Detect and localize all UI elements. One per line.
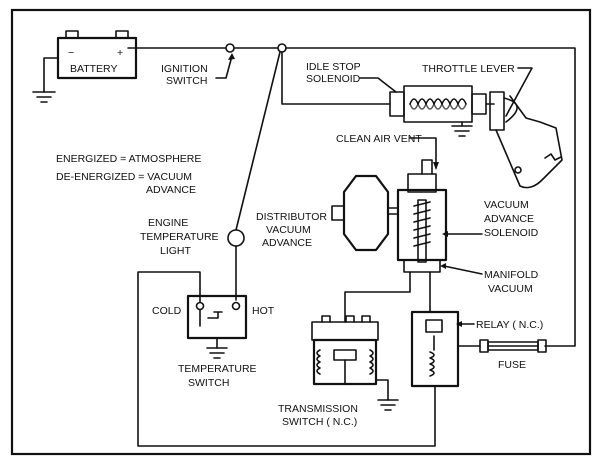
clean-air-vent-tube (421, 159, 433, 175)
relay (410, 310, 481, 388)
clean-air-label: CLEAN AIR VENT (336, 133, 422, 145)
legend-energized: ENERGIZED = ATMOSPHERE (56, 153, 201, 165)
temperature-switch (186, 294, 248, 359)
hot-label: HOT (252, 305, 275, 317)
wire-trans-to-solenoid (344, 271, 411, 323)
manifold-label-2: VACUUM (488, 283, 533, 295)
wire-main-bus (285, 47, 576, 347)
battery-minus-label: − (68, 47, 74, 59)
wire-cold-loop (137, 271, 436, 447)
manifold-label-1: MANIFOLD (484, 269, 539, 281)
manifold-label-arrow (443, 265, 483, 275)
battery: − + BATTERY (56, 30, 138, 80)
engine-temperature-light-icon (227, 229, 245, 247)
engine-label-2: TEMPERATURE (140, 231, 219, 243)
tempsw-label-1: TEMPERATURE (178, 363, 257, 375)
dist-label-1: DISTRIBUTOR (256, 211, 327, 223)
idle-label-arrow (359, 77, 397, 93)
distributor-vacuum-advance (331, 174, 399, 252)
trans-label-2: SWITCH ( N.C.) (282, 416, 357, 428)
trans-label-1: TRANSMISSION (278, 403, 358, 415)
legend-deenergized-1: DE-ENERGIZED = VACUUM (56, 171, 192, 183)
idle-stop-solenoid (389, 85, 495, 123)
ignition-label-arrow (215, 55, 233, 79)
ignition-switch-terminal-b (277, 43, 287, 53)
idle-label-2: SOLENOID (306, 73, 361, 85)
ignition-label-1: IGNITION (161, 63, 208, 75)
throttle-label: THROTTLE LEVER (422, 63, 515, 75)
fuse (479, 339, 547, 353)
fuse-label: FUSE (498, 359, 526, 371)
dist-label-3: ADVANCE (262, 237, 312, 249)
vas-label-1: VACUUM (484, 199, 529, 211)
dist-label-2: VACUUM (266, 224, 311, 236)
idle-label-1: IDLE STOP (306, 61, 361, 73)
engine-label-3: LIGHT (160, 245, 192, 257)
wire-ignition-to-idle-solenoid (281, 51, 391, 105)
ignition-label-2: SWITCH (166, 75, 207, 87)
throttle-lever (489, 91, 563, 189)
battery-plus-label: + (117, 47, 123, 59)
clean-air-arrow (409, 137, 437, 169)
vas-label-2: ADVANCE (484, 213, 534, 225)
idle-solenoid-ground-icon (451, 121, 473, 137)
diagram-border (10, 8, 592, 456)
transmission-switch (311, 315, 399, 411)
battery-ground-icon (32, 57, 59, 103)
engine-label-1: ENGINE (148, 217, 188, 229)
wire-ignition-to-temp-light (235, 51, 281, 231)
legend-deenergized-2: ADVANCE (146, 184, 196, 196)
tempsw-label-2: SWITCH (188, 377, 229, 389)
ignition-switch-terminal-a (225, 43, 235, 53)
relay-label: RELAY ( N.C.) (476, 319, 543, 331)
vacuum-advance-solenoid (396, 173, 448, 273)
battery-label: BATTERY (70, 63, 117, 75)
cold-label: COLD (152, 305, 182, 317)
throttle-label-arrow (505, 67, 533, 117)
vas-label-3: SOLENOID (484, 227, 539, 239)
